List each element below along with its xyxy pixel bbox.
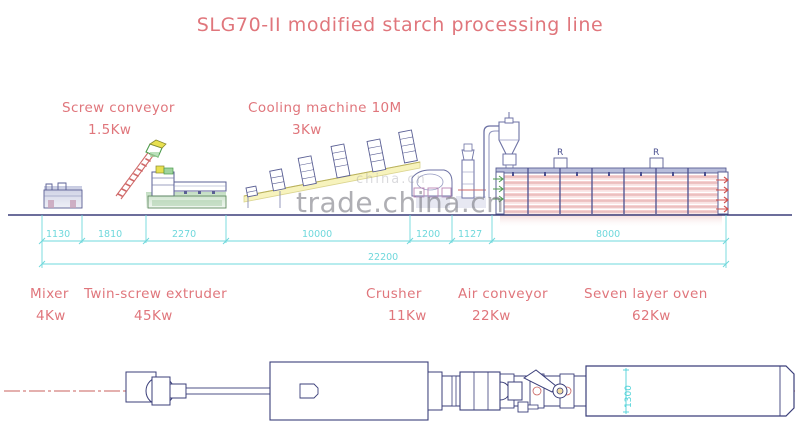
label-mixer-name: Mixer — [30, 286, 69, 302]
dimension-plan-width-1300: 1300 — [624, 385, 634, 408]
dimension-1200: 1200 — [416, 229, 441, 240]
label-oven-power: 62Kw — [632, 308, 671, 324]
label-crusher-power: 11Kw — [388, 308, 427, 324]
watermark-secondary: china.cn — [356, 172, 427, 187]
label-cooling-machine-power: 3Kw — [292, 122, 322, 138]
machine-cooling-conveyor — [243, 129, 421, 208]
label-extruder-power: 45Kw — [134, 308, 173, 324]
label-oven-name: Seven layer oven — [584, 286, 708, 302]
dimension-chain — [38, 215, 730, 268]
machine-seven-layer-oven — [493, 157, 729, 228]
oven-roof-marker-r-2: R — [653, 148, 660, 158]
machine-cyclone-separator — [483, 112, 520, 198]
label-air-conveyor-name: Air conveyor — [458, 286, 548, 302]
dimension-1127: 1127 — [458, 229, 483, 240]
machine-mixer — [43, 182, 83, 209]
dimension-total-22200: 22200 — [368, 252, 399, 263]
label-screw-conveyor-name: Screw conveyor — [62, 100, 175, 116]
label-screw-conveyor-power: 1.5Kw — [88, 122, 132, 138]
machine-twin-screw-extruder — [146, 165, 227, 209]
oven-roof-marker-r-1: R — [557, 148, 564, 158]
plan-view-drawing — [4, 361, 796, 421]
page-title: SLG70-II modified starch processing line — [196, 14, 604, 36]
machine-air-conveyor — [456, 143, 486, 208]
oven-roof-marker — [553, 157, 664, 169]
label-extruder-name: Twin-screw extruder — [84, 286, 228, 302]
label-crusher-name: Crusher — [366, 286, 422, 302]
dimension-1130: 1130 — [46, 229, 71, 240]
dimension-10000: 10000 — [302, 229, 333, 240]
label-air-conveyor-power: 22Kw — [472, 308, 511, 324]
dimension-2270: 2270 — [172, 229, 197, 240]
machine-crusher — [411, 169, 453, 208]
machine-screw-conveyor — [115, 139, 167, 200]
label-cooling-machine-name: Cooling machine 10M — [248, 100, 402, 116]
dimension-1810: 1810 — [98, 229, 123, 240]
dimension-8000: 8000 — [596, 229, 621, 240]
label-mixer-power: 4Kw — [36, 308, 66, 324]
